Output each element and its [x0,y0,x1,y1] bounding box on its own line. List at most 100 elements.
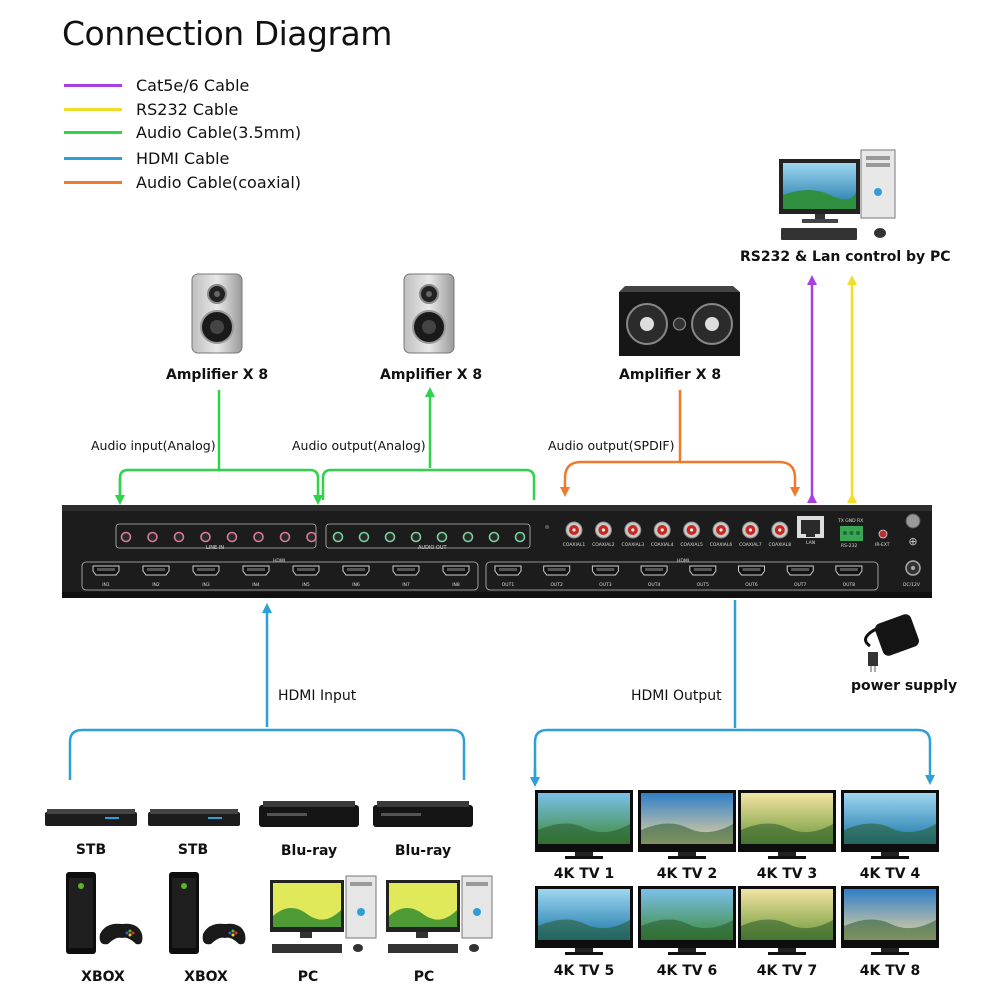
svg-text:⊕: ⊕ [908,535,917,548]
tv-screen [535,886,633,955]
analog-audio-input-lines [115,390,323,505]
hdmi-port-label: OUT5 [697,582,710,588]
audio-out-jack [384,531,396,543]
tv-screen [841,790,939,859]
hdmi-output-port: OUT6 [738,565,765,588]
amplifier-label: Amplifier X 8 [166,367,269,383]
xbox-console-1 [66,872,143,954]
pc-source-2 [386,875,493,953]
coaxial-jack: COAXIAL3 [622,521,644,548]
line-in-jack [279,531,291,543]
rs232-panel-label: RS-232 [841,544,858,549]
coaxial-port-label: COAXIAL7 [739,542,762,548]
tv-screen [638,790,736,859]
spdif-output-label: Audio output(SPDIF) [548,438,675,453]
legend-item: Cat5e/6 Cable [64,74,249,96]
hdmi-port-label: IN5 [302,582,310,588]
hdmi-port-label: OUT7 [794,582,807,588]
hdmi-input-port: IN2 [142,565,170,588]
bluray-device-2 [373,801,473,827]
tv-label: 4K TV 6 [656,963,718,979]
amplifier-label: Amplifier X 8 [619,367,722,383]
source-label: Blu-ray [394,843,452,859]
audio-out-jack [514,531,526,543]
hdmi-output-port: OUT3 [591,565,619,588]
line-in-jack [200,531,211,543]
legend-swatch [64,130,122,134]
legend-label: Cat5e/6 Cable [136,75,250,95]
ir-ext-label: IR-EXT [875,543,890,548]
audio-out-jacks [332,531,526,543]
source-label: STB [177,842,209,858]
hdmi-port-label: IN8 [452,582,460,588]
tv-screen [738,790,836,859]
legend-swatch [64,107,122,111]
source-label: STB [75,842,107,858]
tv-label: 4K TV 4 [859,866,921,882]
tv-label: 4K TV 3 [756,866,818,882]
coaxial-jack: COAXIAL8 [769,521,791,548]
power-supply-icon [864,614,919,672]
page-title: Connection Diagram [62,14,392,53]
hdmi-port-label: OUT6 [745,582,758,588]
line-in-jack [306,531,317,543]
source-label: PC [297,969,319,985]
line-in-jack [226,531,238,543]
tv-label: 4K TV 2 [656,866,718,882]
line-in-jacks [120,531,317,543]
hdmi-output-port: OUT7 [786,565,814,588]
center-speaker-icon [619,286,740,356]
hdmi-output-label: HDMI Output [631,688,722,704]
xbox-console-2 [169,872,246,954]
hdmi-port-label: OUT8 [843,582,856,588]
coaxial-port-label: COAXIAL4 [651,542,674,548]
hdmi-output-lines [530,600,935,787]
legend-item: Audio Cable(coaxial) [64,171,301,193]
hdmi-input-label: HDMI Input [278,688,357,704]
tv-grid [535,790,939,955]
audio-out-jack [436,531,448,543]
coaxial-jack: COAXIAL4 [651,521,674,548]
hdmi-input-port: IN5 [292,565,320,588]
audio-input-label: Audio input(Analog) [91,438,216,453]
audio-out-panel-label: AUDIO OUT [418,545,447,551]
amplifier-label: Amplifier X 8 [380,367,483,383]
tv-label: 4K TV 1 [553,866,615,882]
legend-item: RS232 Cable [64,98,238,120]
legend-label: RS232 Cable [136,99,239,119]
hdmi-input-port: IN1 [92,565,120,588]
stb-device-1 [45,809,137,826]
legend-label: Audio Cable(3.5mm) [136,122,302,142]
hdmi-port-label: OUT2 [550,582,563,588]
coaxial-port-label: COAXIAL1 [563,542,586,548]
source-label: PC [413,969,435,985]
tv-screen [841,886,939,955]
line-in-jack [147,531,158,543]
hdmi-in-panel-label: HDMI [273,559,286,564]
line-in-jack [120,531,132,543]
source-label: XBOX [81,969,125,985]
hdmi-output-port: OUT8 [835,565,863,588]
hdmi-input-lines [68,603,466,780]
audio-out-jack [358,531,370,543]
tv-screen [535,790,633,859]
source-label: Blu-ray [280,843,338,859]
ground-screw [905,513,921,529]
hdmi-output-port: OUT2 [543,565,571,588]
legend-item: HDMI Cable [64,147,229,169]
tv-screen [738,886,836,955]
hdmi-output-port: OUT4 [640,565,668,588]
power-supply-label: power supply [851,678,958,694]
legend-swatch [64,180,122,184]
tv-label: 4K TV 5 [553,963,615,979]
pc-control-label: RS232 & Lan control by PC [740,249,951,265]
coaxial-port-label: COAXIAL6 [710,542,733,548]
hdmi-port-label: IN3 [202,582,210,588]
hdmi-port-label: OUT4 [648,582,661,588]
tv-screen [638,886,736,955]
legend-label: HDMI Cable [136,148,230,168]
audio-output-label: Audio output(Analog) [292,438,426,453]
